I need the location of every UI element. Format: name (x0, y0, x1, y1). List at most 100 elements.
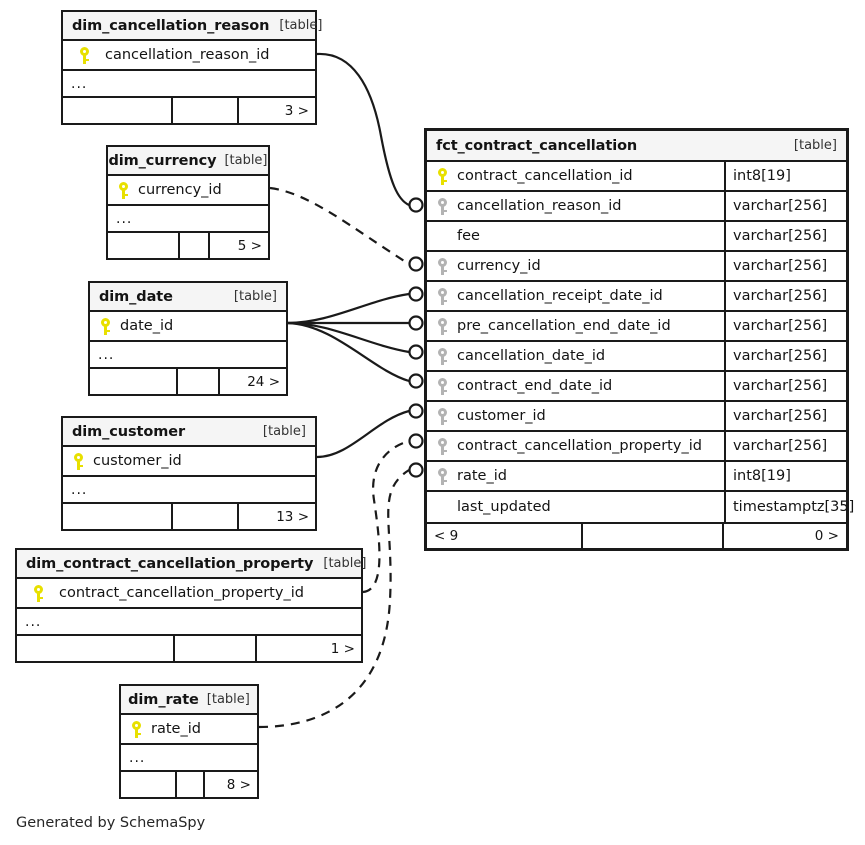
table-header: dim_contract_cancellation_property [tabl… (17, 550, 366, 579)
column-type: int8[19] (724, 162, 846, 190)
table-footer: 24 > (90, 369, 286, 394)
table-row[interactable]: currency_id varchar[256] (427, 252, 846, 282)
more-columns-indicator: ... (17, 609, 361, 636)
footer-middle (180, 233, 210, 258)
primary-key-icon (427, 167, 457, 185)
column-name: rate_id (151, 721, 201, 737)
table-fct-contract-cancellation[interactable]: fct_contract_cancellation [table] contra… (424, 128, 854, 551)
column-type: varchar[256] (724, 432, 846, 460)
table-header: dim_rate [table] (121, 686, 257, 715)
foreign-key-icon (427, 287, 457, 305)
table-footer: 13 > (63, 504, 315, 529)
table-dim-customer[interactable]: dim_customer [table] customer_id ... 13 … (61, 416, 317, 531)
table-row[interactable]: contract_cancellation_property_id varchar… (427, 432, 846, 462)
table-name: dim_contract_cancellation_property (26, 555, 314, 572)
table-row[interactable]: cancellation_date_id varchar[256] (427, 342, 846, 372)
primary-key-icon (121, 720, 151, 738)
more-columns-indicator: ... (90, 342, 286, 369)
table-row-pk[interactable]: contract_cancellation_property_id (17, 579, 361, 609)
table-row-pk[interactable]: rate_id (121, 715, 257, 745)
footer-middle (173, 98, 239, 123)
table-dim-date[interactable]: dim_date [table] date_id ... 24 > (88, 281, 288, 396)
table-row[interactable]: cancellation_receipt_date_id varchar[256] (427, 282, 846, 312)
column-name: last_updated (457, 499, 551, 515)
foreign-key-icon (427, 467, 457, 485)
table-dim-cancellation-reason[interactable]: dim_cancellation_reason [table] cancella… (61, 10, 322, 125)
table-name: fct_contract_cancellation (436, 137, 638, 154)
table-dim-rate[interactable]: dim_rate [table] rate_id ... 8 > (119, 684, 259, 799)
column-type: varchar[256] (724, 402, 846, 430)
foreign-key-icon (427, 407, 457, 425)
edge-contract-cancellation-property (362, 439, 410, 594)
table-name: dim_customer (72, 423, 186, 440)
table-row[interactable]: fee varchar[256] (427, 222, 846, 252)
column-name: cancellation_reason_id (105, 47, 270, 63)
table-tag: [table] (793, 138, 837, 153)
foreign-key-icon (427, 317, 457, 335)
table-row-pk[interactable]: customer_id (63, 447, 315, 477)
table-tag: [table] (323, 556, 367, 571)
footer-left (90, 369, 178, 394)
footer-right-count: 3 > (284, 102, 309, 119)
column-name: customer_id (457, 408, 546, 424)
table-header: dim_customer [table] (63, 418, 315, 447)
foreign-key-icon (427, 437, 457, 455)
column-type: varchar[256] (724, 252, 846, 280)
table-row[interactable]: customer_id varchar[256] (427, 402, 846, 432)
table-row-pk[interactable]: cancellation_reason_id (63, 41, 315, 71)
table-tag: [table] (224, 153, 268, 168)
more-columns-indicator: ... (121, 745, 257, 772)
table-name: dim_cancellation_reason (72, 17, 270, 34)
footer-right-count: 1 > (330, 640, 355, 657)
column-name: fee (457, 228, 480, 244)
table-footer: < 9 0 > (427, 522, 846, 548)
edge-date-receipt (287, 292, 410, 325)
primary-key-icon (63, 452, 93, 470)
footer-middle (173, 504, 239, 529)
table-tag: [table] (262, 424, 306, 439)
generated-by-note: Generated by SchemaSpy (16, 815, 206, 831)
table-row-pk[interactable]: currency_id (108, 176, 268, 206)
primary-key-icon (108, 181, 138, 199)
column-name: cancellation_date_id (457, 348, 606, 364)
footer-left (17, 636, 175, 661)
table-row[interactable]: contract_cancellation_id int8[19] (427, 162, 846, 192)
column-type: varchar[256] (724, 342, 846, 370)
column-name: contract_cancellation_property_id (457, 438, 702, 454)
column-name: customer_id (93, 453, 182, 469)
more-columns-indicator: ... (108, 206, 268, 233)
column-type: varchar[256] (724, 222, 846, 250)
table-tag: [table] (279, 18, 323, 33)
column-name: cancellation_receipt_date_id (457, 288, 663, 304)
column-type: varchar[256] (724, 282, 846, 310)
table-dim-currency[interactable]: dim_currency [table] currency_id ... 5 > (106, 145, 270, 260)
table-tag: [table] (233, 289, 277, 304)
footer-left (108, 233, 180, 258)
table-header: dim_cancellation_reason [table] (63, 12, 322, 41)
table-name: dim_rate (128, 691, 199, 708)
footer-middle (175, 636, 257, 661)
edge-customer (316, 409, 410, 459)
footer-left (63, 504, 173, 529)
table-tag: [table] (206, 692, 250, 707)
edge-date-cancellation (287, 321, 410, 354)
table-footer: 3 > (63, 98, 315, 123)
primary-key-icon (63, 46, 105, 64)
column-name: contract_cancellation_id (457, 168, 633, 184)
table-dim-contract-cancellation-property[interactable]: dim_contract_cancellation_property [tabl… (15, 548, 366, 663)
column-name: currency_id (457, 258, 541, 274)
column-type: int8[19] (724, 462, 846, 490)
column-type: varchar[256] (724, 372, 846, 400)
column-name: cancellation_reason_id (457, 198, 622, 214)
table-row-pk[interactable]: date_id (90, 312, 286, 342)
footer-right-count: 5 > (237, 237, 262, 254)
footer-middle (583, 524, 724, 548)
table-header: dim_date [table] (90, 283, 286, 312)
